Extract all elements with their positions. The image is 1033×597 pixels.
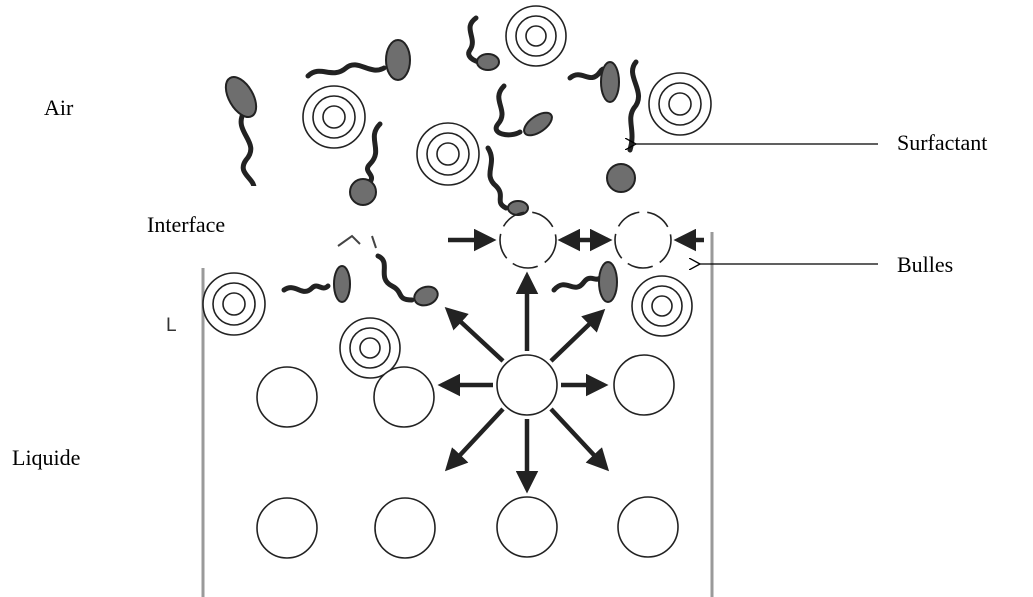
bubble-icon bbox=[496, 496, 558, 558]
coated-bubble-icon bbox=[339, 317, 401, 379]
bubble-icon bbox=[614, 211, 672, 269]
fragment-label: L bbox=[166, 315, 177, 336]
bubble-icon bbox=[373, 366, 435, 428]
air-label: Air bbox=[44, 95, 74, 120]
coated-bubble-icon bbox=[505, 5, 567, 67]
bubbles-label: Bulles bbox=[897, 252, 954, 277]
container-walls bbox=[201, 232, 714, 597]
coated-bubble-icon bbox=[648, 72, 712, 136]
bubble-icon bbox=[496, 354, 558, 416]
bubble-icon bbox=[499, 211, 557, 269]
coated-bubble-icon bbox=[202, 272, 266, 336]
surfactant-icon bbox=[493, 83, 553, 138]
bubble-icon bbox=[256, 497, 318, 559]
bubble-icon bbox=[256, 366, 318, 428]
surfactant-icon bbox=[281, 265, 351, 303]
interface-label: Interface bbox=[147, 212, 226, 237]
surfactant-label: Surfactant bbox=[897, 130, 988, 155]
coated-bubble-icon bbox=[631, 275, 693, 337]
interaction-arrows bbox=[437, 228, 704, 494]
surfactant-icon bbox=[224, 76, 258, 193]
surfactant-molecules bbox=[224, 15, 642, 307]
bubble-icon bbox=[617, 496, 679, 558]
interface-fragments bbox=[337, 234, 377, 249]
surfactant-icon bbox=[349, 121, 383, 206]
interface-bubbles bbox=[499, 211, 672, 269]
coated-bubble-icon bbox=[302, 85, 366, 149]
surfactant-icon bbox=[606, 59, 642, 193]
bubble-icon bbox=[374, 497, 436, 559]
surfactant-icon bbox=[485, 145, 529, 216]
bubble-icon bbox=[613, 354, 675, 416]
coated-bubbles bbox=[202, 5, 712, 379]
surfactant-icon bbox=[375, 253, 439, 307]
interface-label-box bbox=[140, 186, 334, 266]
liquid-bubbles bbox=[256, 354, 679, 559]
surfactant-icon bbox=[305, 39, 411, 81]
coated-bubble-icon bbox=[416, 122, 480, 186]
surfactant-icon bbox=[551, 261, 618, 303]
surfactant-icon bbox=[466, 15, 500, 71]
liquid-label: Liquide bbox=[12, 445, 81, 470]
surfactant-icon bbox=[567, 61, 620, 103]
